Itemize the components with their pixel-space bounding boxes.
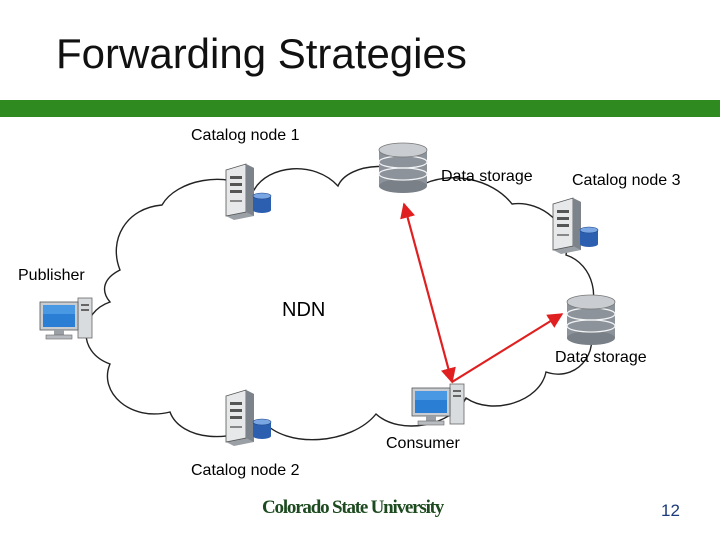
computer-icon	[39, 297, 93, 340]
data-storage-2-label: Data storage	[555, 349, 647, 366]
catalog-node-1-label: Catalog node 1	[191, 127, 300, 144]
server-icon	[225, 389, 272, 446]
ndn-cloud	[85, 165, 595, 441]
catalog-node-3-label: Catalog node 3	[572, 172, 681, 189]
database-icon	[566, 294, 616, 345]
arrow-to-data-storage-2	[451, 313, 564, 383]
arrow-to-data-storage-1	[400, 202, 456, 384]
server-icon	[225, 163, 272, 220]
consumer-label: Consumer	[386, 435, 460, 452]
computer-icon	[411, 383, 465, 426]
data-storage-1-label: Data storage	[441, 168, 533, 185]
university-logo: Colorado State University	[262, 497, 444, 518]
publisher-label: Publisher	[18, 267, 85, 284]
page-number: 12	[661, 501, 680, 520]
title-accent-bar	[0, 100, 720, 117]
catalog-node-2-label: Catalog node 2	[191, 462, 300, 479]
ndn-label: NDN	[282, 299, 326, 321]
slide-title: Forwarding Strategies	[56, 30, 467, 77]
database-icon	[378, 142, 428, 193]
server-icon	[552, 197, 599, 254]
